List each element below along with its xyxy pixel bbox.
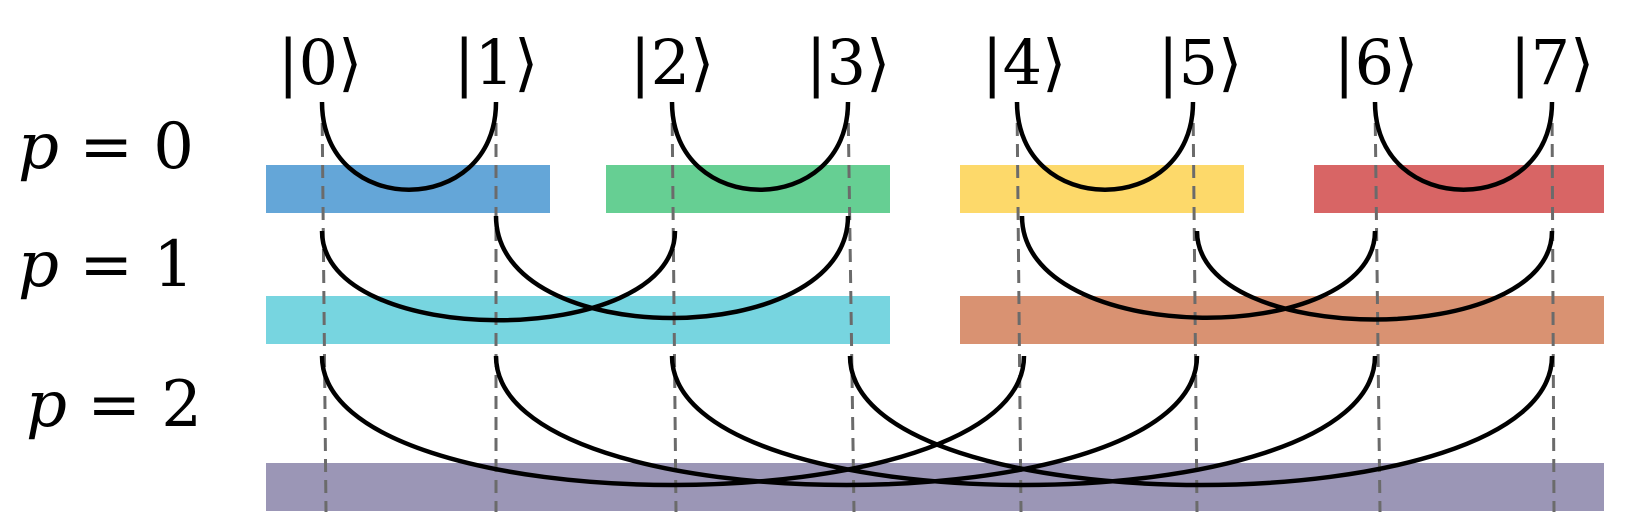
arc-1-5 [493, 355, 1200, 488]
ket-label-1: |1⟩ [454, 26, 539, 99]
ket-label-0: |0⟩ [278, 26, 363, 99]
bar-p1-b [960, 296, 1604, 344]
level-bars [266, 165, 1604, 511]
guide-line [1373, 101, 1382, 513]
guide-line [1015, 101, 1023, 513]
arc-2-3 [669, 101, 851, 192]
arcs-p0 [319, 101, 1555, 192]
level-labels: p = 0 p = 1 p = 2 [18, 110, 202, 442]
arc-6-7 [1372, 101, 1555, 192]
level-label-p2: p = 2 [26, 368, 202, 442]
arc-0-1 [319, 101, 499, 192]
ket-labels: |0⟩ |1⟩ |2⟩ |3⟩ |4⟩ |5⟩ |6⟩ |7⟩ [278, 26, 1595, 99]
guide-lines [320, 101, 1556, 513]
arc-2-6 [669, 355, 1378, 488]
ket-label-2: |2⟩ [630, 26, 715, 99]
level-label-p1: p = 1 [18, 228, 194, 302]
arc-4-5 [1014, 101, 1196, 192]
ket-label-5: |5⟩ [1158, 26, 1243, 99]
guide-line [1550, 101, 1556, 513]
ket-label-6: |6⟩ [1334, 26, 1419, 99]
arc-4-6 [1019, 215, 1378, 320]
guide-line [320, 101, 328, 513]
guide-line [1191, 101, 1199, 513]
arc-0-2 [319, 230, 678, 323]
arc-0-4 [319, 355, 1027, 488]
guide-line [670, 101, 678, 513]
ket-label-4: |4⟩ [982, 26, 1067, 99]
arcs-p2 [319, 355, 1555, 488]
bar-p2 [266, 463, 1604, 511]
ket-label-3: |3⟩ [806, 26, 891, 99]
level-label-p0: p = 0 [18, 110, 194, 184]
arcs-p1 [319, 215, 1555, 323]
arc-5-7 [1194, 230, 1555, 322]
guide-line [846, 101, 856, 513]
ket-label-7: |7⟩ [1510, 26, 1595, 99]
arc-1-3 [493, 215, 851, 321]
arc-3-7 [847, 355, 1555, 488]
